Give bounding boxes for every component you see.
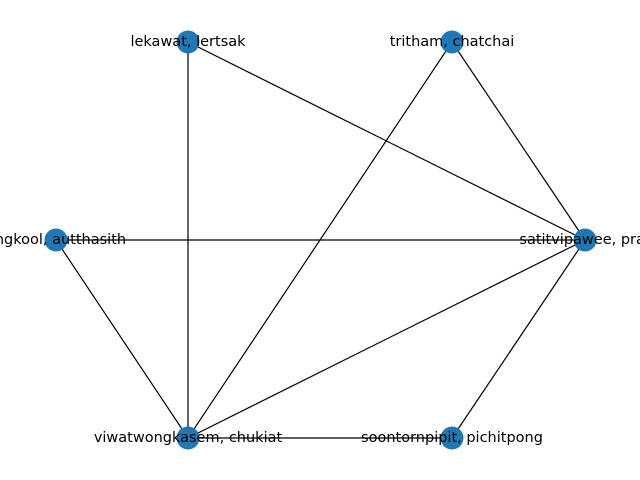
labels-layer: lekawat, lertsak tritham, chatchai angkool… [0, 34, 640, 446]
node-soontornpipit [440, 426, 464, 450]
edge-satitvipawee-soontornpipit [451, 239, 586, 439]
edge-angkool-viwatwongkasem [55, 239, 189, 439]
node-label-tritham: tritham, chatchai [390, 34, 515, 50]
edge-tritham-satitvipawee [451, 41, 586, 241]
node-satitvipawee [573, 228, 597, 252]
edges-layer [55, 41, 586, 439]
edge-satitvipawee-viwatwongkasem [187, 239, 586, 439]
node-viwatwongkasem [176, 426, 200, 450]
node-angkool [44, 228, 68, 252]
node-label-lekawat: lekawat, lertsak [130, 34, 246, 50]
node-lekawat [176, 30, 200, 54]
node-label-angkool: angkool, autthasith [0, 232, 126, 248]
node-label-soontornpipit: soontornpipit, pichitpong [361, 430, 543, 446]
node-tritham [440, 30, 464, 54]
node-label-viwatwongkasem: viwatwongkasem, chukiat [94, 430, 283, 446]
node-label-satitvipawee: satitvipawee, prat [519, 232, 640, 248]
nodes-layer [44, 30, 597, 450]
